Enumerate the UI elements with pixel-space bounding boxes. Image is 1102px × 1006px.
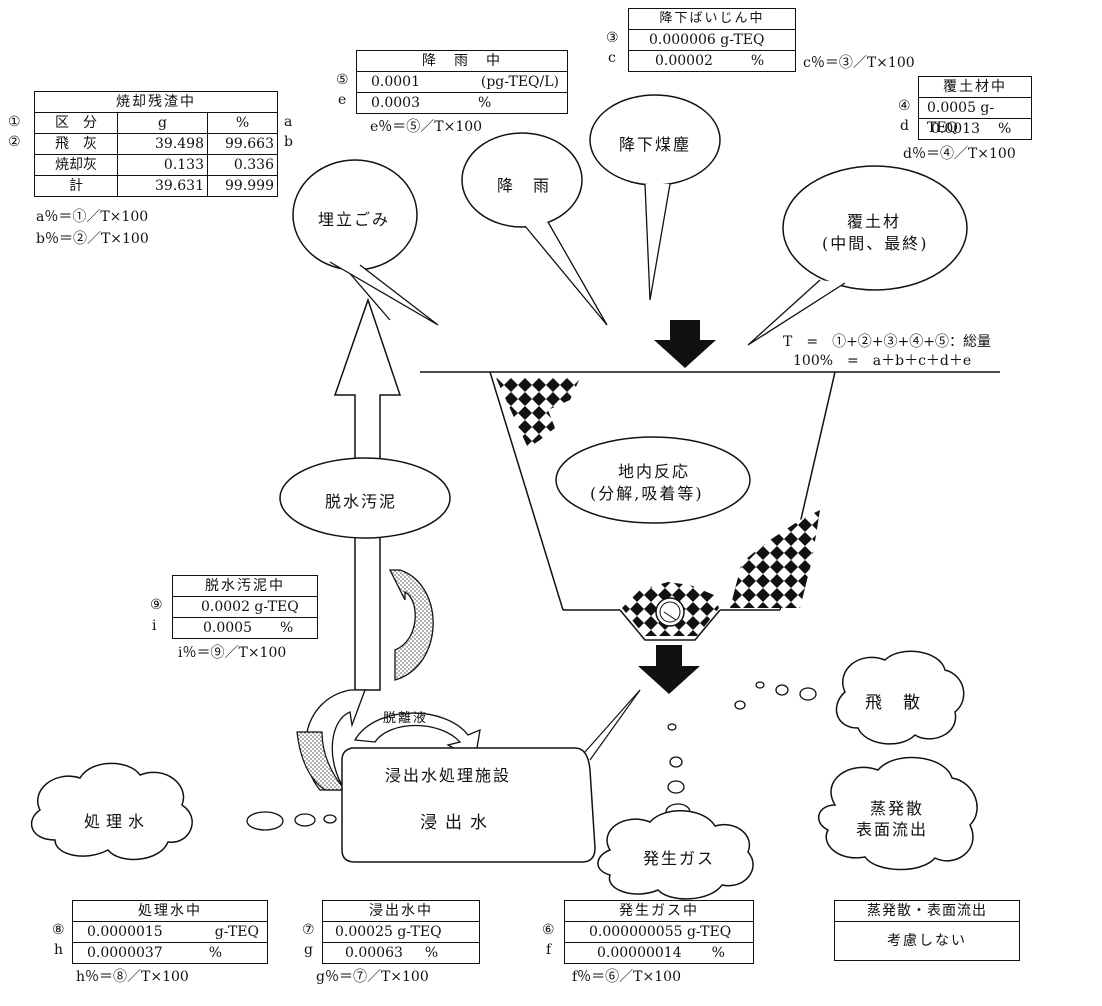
leachate-table: 浸出水中 0.00025 g-TEQ 0.00063% (322, 900, 480, 964)
cover-letter: d (900, 118, 909, 134)
sludge-table-title: 脱水汚泥中 (173, 576, 317, 596)
percent-formula: 100% = a＋b＋c＋d＋e (793, 350, 971, 370)
rain-table-title: 降 雨 中 (357, 51, 567, 71)
scatter-bubbles (666, 682, 816, 820)
label-rain: 降 雨 (497, 172, 551, 196)
rain-pct: 0.0003 (371, 93, 420, 113)
evaporation-table: 蒸発散・表面流出 考慮しない (834, 900, 1020, 961)
dust-pct: 0.00002 (655, 51, 713, 71)
table-row: 飛 灰 39.498 99.663 (35, 133, 277, 154)
table-row: 焼却灰 0.133 0.336 (35, 154, 277, 175)
label-reaction-sub: (分解,吸着等) (590, 480, 704, 504)
callout-line (585, 690, 640, 752)
evaporation-table-body: 考慮しない (835, 922, 1019, 960)
sludge-value: 0.0002 g-TEQ (173, 597, 317, 617)
label-facility: 浸出水処理施設 (385, 762, 511, 786)
table-row: 計 39.631 99.999 (35, 175, 277, 196)
rain-unit: (pg-TEQ/L) (481, 72, 559, 92)
cover-num: ④ (898, 98, 911, 114)
bubble-cover-soil (748, 166, 967, 345)
treated-formula: h％＝⑧／T×100 (76, 966, 189, 986)
residue-row1-letter: a (284, 114, 292, 130)
gas-value: 0.000000055 g-TEQ (565, 922, 753, 942)
dust-formula: c％＝③／T×100 (803, 52, 915, 72)
cover-table: 覆土材中 0.0005 g-TEQ 0.0013% (918, 76, 1032, 140)
label-landfill-waste: 埋立ごみ (318, 206, 390, 230)
leachate-formula: g％＝⑦／T×100 (316, 966, 429, 986)
cover-formula: d％＝④／T×100 (903, 143, 1016, 163)
output-arrow (638, 645, 700, 694)
treated-letter: h (54, 942, 63, 958)
treated-value: 0.0000015 (87, 922, 163, 942)
leachate-letter: g (304, 942, 313, 958)
dust-num: ③ (606, 30, 619, 46)
bubble-fallout-dust (590, 95, 720, 300)
label-cover-soil-sub: (中間、最終) (822, 230, 929, 254)
dust-table-title: 降下ばいじん中 (629, 9, 795, 29)
residue-formula-b: b％＝②／T×100 (36, 228, 149, 248)
rain-letter: e (338, 92, 346, 108)
label-leachate: 浸出水 (420, 808, 495, 833)
gas-table: 発生ガス中 0.000000055 g-TEQ 0.00000014% (564, 900, 754, 964)
treated-num: ⑧ (52, 922, 65, 938)
residue-row2-num: ② (8, 134, 21, 150)
sludge-formula: i％＝⑨／T×100 (178, 642, 286, 662)
label-sludge: 脱水汚泥 (325, 488, 397, 512)
label-separated-liquid: 脱離液 (383, 707, 428, 726)
cover-value: 0.0005 g-TEQ (919, 98, 1031, 118)
dust-value: 0.000006 g-TEQ (629, 30, 795, 50)
gas-formula: f％＝⑥／T×100 (572, 966, 681, 986)
residue-header-g: g (117, 113, 207, 133)
evaporation-table-title: 蒸発散・表面流出 (835, 901, 1019, 921)
residue-row2-letter: b (284, 134, 293, 150)
residue-table-title: 焼却残渣中 (35, 92, 277, 112)
sludge-num: ⑨ (150, 597, 163, 613)
label-reaction: 地内反応 (618, 458, 690, 482)
gas-num: ⑥ (542, 922, 555, 938)
label-surface-runoff: 表面流出 (856, 816, 928, 840)
curved-arrow-right (390, 570, 433, 680)
sludge-pct: 0.0005 (203, 618, 252, 638)
label-gas: 発生ガス (643, 845, 715, 869)
sludge-table: 脱水汚泥中 0.0002 g-TEQ 0.0005% (172, 575, 318, 639)
bubble-rain (462, 133, 607, 325)
leachate-value: 0.00025 g-TEQ (323, 922, 479, 942)
bubble-landfill-waste (293, 160, 438, 325)
label-cover-soil: 覆土材 (847, 208, 901, 232)
leachate-num: ⑦ (302, 922, 315, 938)
rain-formula: e％＝⑤／T×100 (370, 116, 482, 136)
residue-header-category: 区 分 (35, 113, 117, 133)
leachate-pct: 0.00063 (345, 943, 403, 963)
label-scatter: 飛 散 (865, 688, 922, 713)
gas-table-title: 発生ガス中 (565, 901, 753, 921)
rain-table: 降 雨 中 0.0001(pg-TEQ/L) 0.0003% (356, 50, 568, 114)
total-formula: T = ①+②+③+④+⑤：総量 (783, 331, 991, 351)
gas-pct: 0.00000014 (597, 943, 682, 963)
dust-table: 降下ばいじん中 0.000006 g-TEQ 0.00002% (628, 8, 796, 72)
gas-letter: f (546, 942, 551, 958)
residue-row1-num: ① (8, 114, 21, 130)
label-fallout-dust: 降下煤塵 (619, 131, 691, 155)
dust-letter: c (608, 50, 616, 66)
residue-formula-a: a％＝①／T×100 (36, 206, 148, 226)
treated-pct: 0.0000037 (87, 943, 163, 963)
treated-table-title: 処理水中 (73, 901, 267, 921)
cover-pct: 0.0013 (931, 119, 980, 139)
residue-header-pct: % (207, 113, 277, 133)
rain-value: 0.0001 (371, 72, 420, 92)
residue-table: 焼却残渣中 区 分 g % 飛 灰 39.498 99.663 焼却灰 0.13… (34, 91, 278, 197)
input-arrow (654, 320, 716, 368)
leachate-table-title: 浸出水中 (323, 901, 479, 921)
label-treated-water: 処理水 (84, 808, 150, 832)
cover-table-title: 覆土材中 (919, 77, 1031, 97)
rain-num: ⑤ (336, 72, 349, 88)
sludge-letter: i (152, 618, 156, 634)
